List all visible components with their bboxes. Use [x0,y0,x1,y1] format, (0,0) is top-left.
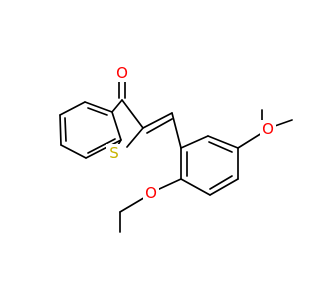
exocyclic-double-bond [142,112,182,149]
molecule-structure: O S O O [59,64,293,233]
methoxy-oxygen-ortho-label: O [145,184,157,202]
carbonyl-oxygen-label: O [116,64,128,82]
atom-carbonyl-oxygen: O [114,64,130,82]
ring-sulfur-label: S [109,144,119,162]
dimethoxyphenyl-ring [180,135,239,196]
benzo-ring [59,101,122,159]
atom-ring-sulfur: S [106,144,122,162]
carbonyl-bond [118,79,126,99]
methoxy-ortho [119,178,182,233]
atom-methoxy-oxygen-meta: O [260,120,276,138]
atom-methoxy-oxygen-ortho: O [143,184,159,202]
methoxy-oxygen-meta-label: O [262,120,274,138]
structure-canvas: O S O O [59,64,293,233]
